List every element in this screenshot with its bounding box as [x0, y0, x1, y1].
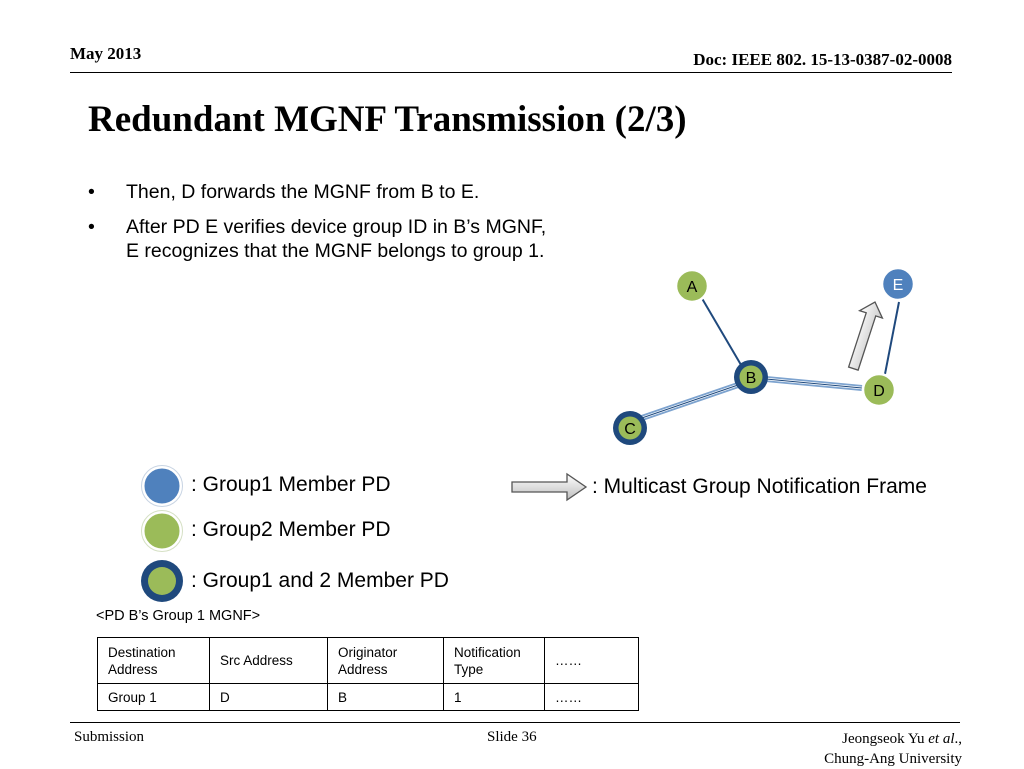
- node-c-label: C: [624, 421, 636, 438]
- node-d-label: D: [873, 383, 885, 400]
- footer-slide-number: Slide 36: [487, 729, 537, 745]
- node-b-label: B: [746, 370, 757, 387]
- link-d-e: [882, 301, 902, 375]
- legend-group1and2-symbol: [141, 560, 183, 602]
- table-header-cell: Notification Type: [443, 637, 545, 684]
- bullet-list: •Then, D forwards the MGNF from B to E. …: [88, 180, 548, 274]
- legend-frame-label: : Multicast Group Notification Frame: [592, 475, 927, 498]
- node-c: C: [613, 411, 647, 445]
- table-header-cell: Destination Address: [97, 637, 210, 684]
- mgnf-table: Destination Address Src Address Originat…: [97, 637, 639, 711]
- header-divider: [70, 72, 952, 73]
- table-cell: ……: [544, 683, 639, 711]
- table-cell: Group 1: [97, 683, 210, 711]
- bullet-item: • Then, D forwards the MGNF from B to E.: [88, 180, 548, 204]
- table-cell: B: [327, 683, 444, 711]
- node-e: E: [880, 266, 916, 302]
- link-b-c: [635, 382, 739, 423]
- table-header-cell: Originator Address: [327, 637, 444, 684]
- link-b-d: [765, 376, 863, 391]
- bullet-marker: •: [88, 181, 95, 203]
- header-date: May 2013: [70, 44, 142, 63]
- bullet-item: • After PD E verifies device group ID in …: [88, 215, 548, 263]
- link-a-b: [697, 293, 747, 372]
- legend-group2-symbol: [141, 510, 183, 552]
- header-doc-id: Doc: IEEE 802. 15-13-0387-02-0008: [693, 50, 952, 69]
- table-cell: 1: [443, 683, 545, 711]
- node-e-label: E: [893, 277, 904, 294]
- footer-affiliation: Chung-Ang University: [824, 751, 962, 767]
- bullet-text: Then, D forwards the MGNF from B to E.: [126, 181, 480, 203]
- node-b: B: [734, 360, 768, 394]
- table-row: Group 1 D B 1 ……: [97, 683, 639, 711]
- legend-frame-arrow-symbol: [511, 472, 588, 502]
- footer-author-suffix: .,: [954, 731, 963, 747]
- bullet-text: After PD E verifies device group ID in B…: [126, 216, 547, 262]
- legend-group1-symbol: [141, 465, 183, 507]
- legend-group1-label: : Group1 Member PD: [191, 473, 391, 496]
- footer-submission: Submission: [74, 729, 145, 745]
- mgnf-caption: <PD B’s Group 1 MGNF>: [96, 608, 261, 624]
- table-header-row: Destination Address Src Address Originat…: [97, 637, 639, 684]
- slide-title: Redundant MGNF Transmission (2/3): [88, 99, 687, 140]
- legend-group2-label: : Group2 Member PD: [191, 518, 391, 541]
- table-header-cell: Src Address: [209, 637, 328, 684]
- table-cell: D: [209, 683, 328, 711]
- node-a: A: [674, 268, 710, 304]
- table-header-cell: ……: [544, 637, 639, 684]
- node-d: D: [861, 372, 897, 408]
- footer-author: Jeongseok Yu et al., Chung-Ang Universit…: [824, 729, 962, 769]
- footer-author-etal: et al: [928, 731, 955, 747]
- mgnf-frame-arrow: [847, 301, 884, 371]
- node-a-label: A: [687, 279, 698, 296]
- footer-divider: [70, 722, 960, 723]
- legend-group1and2-label: : Group1 and 2 Member PD: [191, 569, 449, 592]
- footer-author-name: Jeongseok Yu: [842, 731, 929, 747]
- bullet-marker: •: [88, 216, 95, 238]
